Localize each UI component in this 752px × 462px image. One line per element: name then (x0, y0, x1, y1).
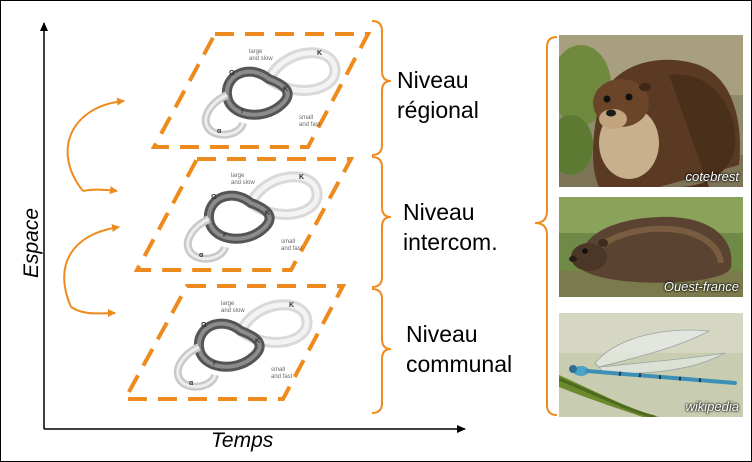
photo-credit-otter: cotebrest (685, 169, 739, 184)
brace-communal (371, 288, 392, 414)
adaptive-cycle-intercommunal (188, 173, 317, 259)
otter-picture (559, 35, 743, 187)
adaptive-cycle-regional (206, 49, 335, 135)
connection-arrow-right-1 (82, 186, 118, 195)
photo-credit-water-vole: Ouest-france (663, 279, 739, 294)
y-axis-label: Espace (20, 207, 44, 279)
level-label-communal: Niveau communal (406, 319, 512, 379)
level-plane-intercommunal (133, 157, 355, 272)
connection-arrow-right-2 (70, 306, 116, 318)
level-label-intercommunal-line2: intercom. (403, 229, 498, 255)
level-plane-regional (150, 32, 372, 149)
photo-damselfly: wikipedia (559, 313, 743, 417)
level-label-regional-line2: régional (397, 97, 479, 123)
level-label-regional: Niveau régional (397, 65, 479, 125)
water-vole-picture (559, 197, 743, 297)
level-plane-communal (121, 284, 347, 401)
connection-arrow-up-2 (63, 224, 120, 308)
photo-credit-damselfly: wikipedia (685, 399, 739, 414)
level-label-communal-line1: Niveau (406, 321, 478, 347)
level-label-intercommunal: Niveau intercom. (403, 197, 498, 257)
brace-intercommunal (371, 156, 392, 288)
photo-otter: cotebrest (559, 35, 743, 187)
photo-water-vole: Ouest-france (559, 197, 743, 297)
damselfly-picture (559, 313, 743, 417)
brace-photos (534, 36, 558, 416)
x-axis-label: Temps (211, 429, 274, 452)
level-label-intercommunal-line1: Niveau (403, 199, 475, 225)
brace-regional (371, 20, 392, 156)
adaptive-cycle-communal (178, 301, 307, 387)
level-label-communal-line2: communal (406, 351, 513, 377)
connection-arrow-up-1 (66, 97, 125, 192)
level-label-regional-line1: Niveau (397, 67, 469, 93)
